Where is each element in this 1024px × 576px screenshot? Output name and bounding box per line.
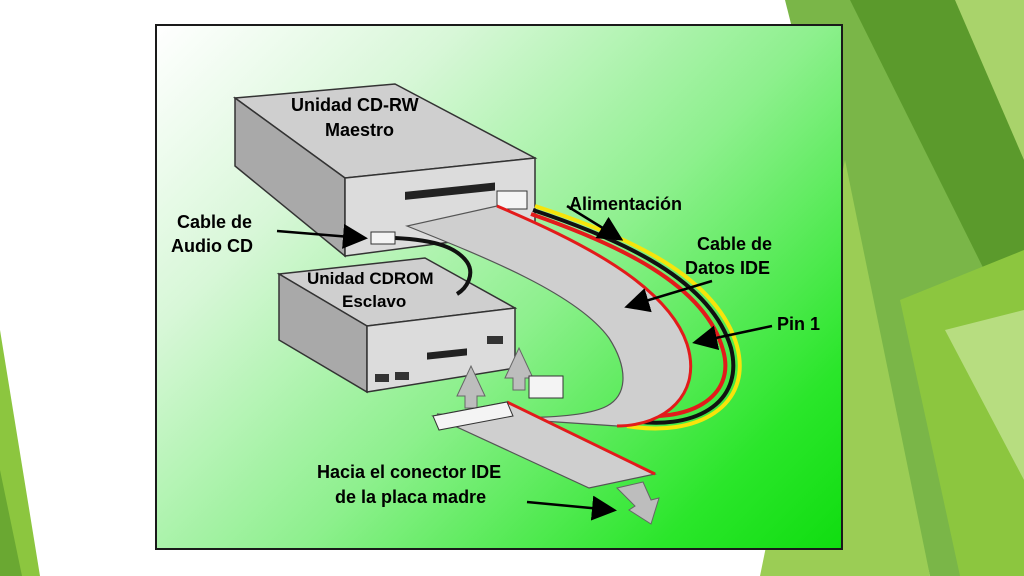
ide-connection-diagram: Unidad CD-RW Maestro Cable de Audio CD U… bbox=[171, 83, 820, 525]
cdrom-label-line2: Esclavo bbox=[342, 292, 406, 311]
left-dark-facet bbox=[0, 470, 22, 576]
cdrom-ide-port bbox=[427, 348, 467, 360]
left-green-facet bbox=[0, 330, 40, 576]
pin1-label: Pin 1 bbox=[777, 314, 820, 334]
cdrom-label-line1: Unidad CDROM bbox=[307, 269, 434, 288]
ide-cable-label-line2: Datos IDE bbox=[685, 258, 770, 278]
cdrw-power-port bbox=[496, 190, 528, 210]
audio-cable bbox=[394, 236, 473, 296]
ide-cable-pointer bbox=[624, 279, 713, 313]
ide-ribbon-red-stripe bbox=[496, 204, 693, 428]
cdrw-label-line2: Maestro bbox=[325, 120, 394, 140]
arrow-down-motherboard bbox=[616, 481, 660, 525]
cdrom-power-port bbox=[487, 336, 503, 344]
power-pointer bbox=[566, 204, 624, 241]
right-highlight-facet bbox=[945, 310, 1024, 480]
audio-connector bbox=[370, 231, 396, 245]
pin1-pointer bbox=[692, 324, 773, 351]
motherboard-pointer bbox=[526, 495, 617, 521]
motherboard-label-line2: de la placa madre bbox=[335, 487, 486, 507]
cdrom-jumper-1 bbox=[375, 374, 389, 382]
ide-ribbon-lower-stripe bbox=[506, 400, 656, 476]
cdrw-ide-port bbox=[405, 182, 495, 200]
right-dark-facet bbox=[850, 0, 1024, 350]
ide-connector-slave bbox=[432, 401, 514, 431]
cdrom-jumper-2 bbox=[395, 372, 409, 380]
arrow-up-left bbox=[456, 364, 486, 409]
audio-cable-label-line1: Cable de bbox=[177, 212, 252, 232]
motherboard-label-line1: Hacia el conector IDE bbox=[317, 462, 501, 482]
power-label: Alimentación bbox=[569, 194, 682, 214]
ide-cable-label-line1: Cable de bbox=[697, 234, 772, 254]
cdrom-drive bbox=[276, 257, 518, 394]
audio-cable-label-line2: Audio CD bbox=[171, 236, 253, 256]
arrow-up-right bbox=[504, 346, 534, 391]
right-light-facet bbox=[955, 0, 1024, 160]
cdrw-label-line1: Unidad CD-RW bbox=[291, 95, 419, 115]
audio-cable-pointer bbox=[276, 223, 368, 249]
diagram-frame: Unidad CD-RW Maestro Cable de Audio CD U… bbox=[155, 24, 843, 550]
power-connector-slave bbox=[528, 375, 564, 399]
